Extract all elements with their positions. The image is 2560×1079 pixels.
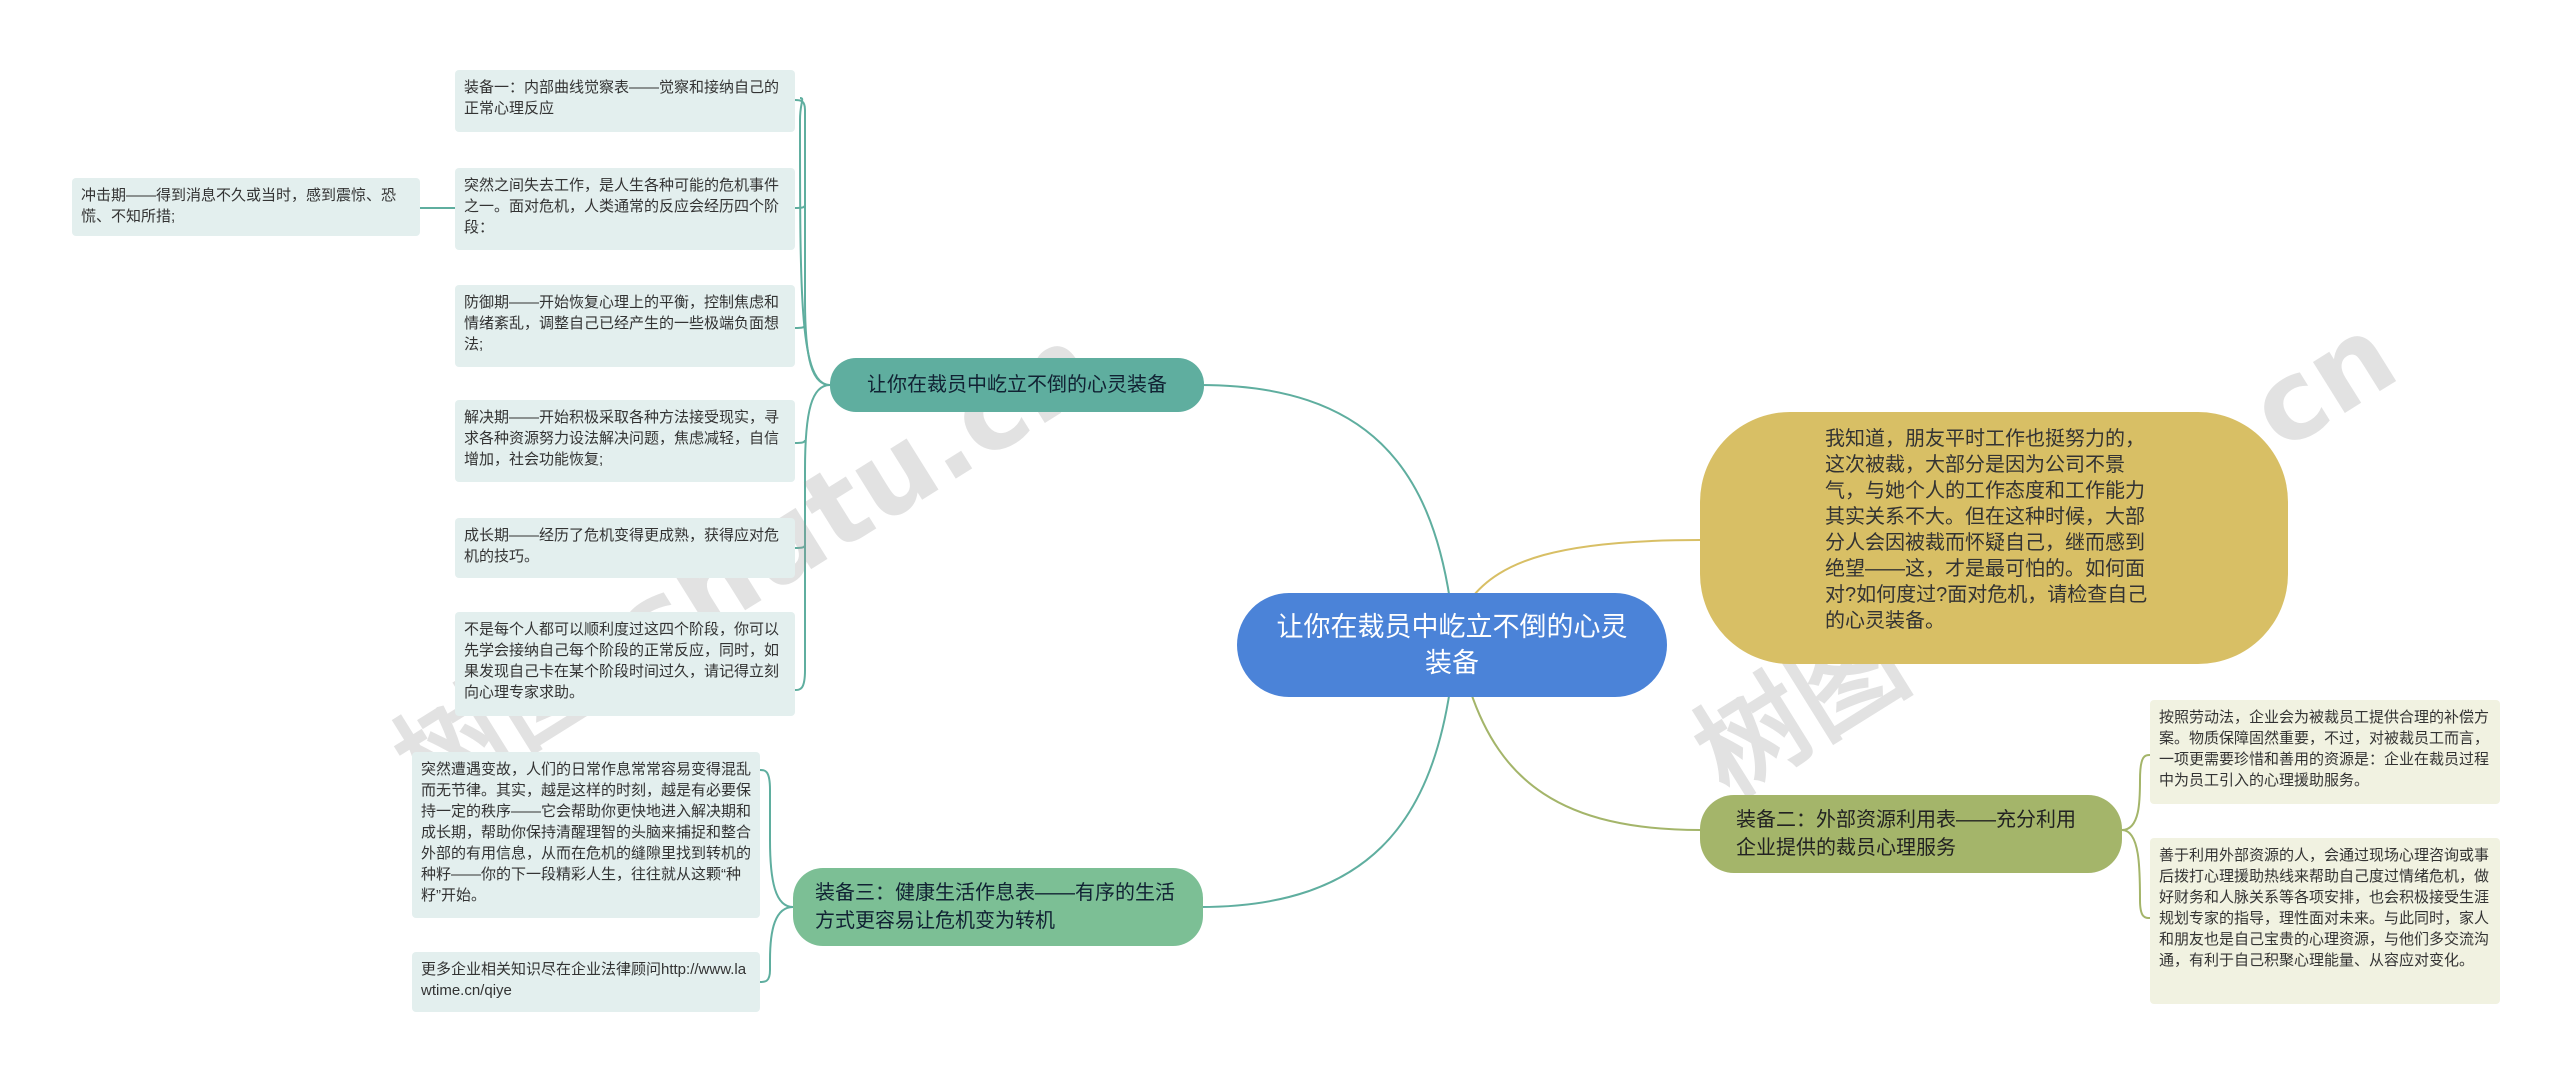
leaf-crisis-stages-intro[interactable]: 突然之间失去工作，是人生各种可能的危机事件之一。面对危机，人类通常的反应会经历四… xyxy=(455,168,795,250)
branch-equipment-two[interactable]: 装备二：外部资源利用表——充分利用企业提供的裁员心理服务 xyxy=(1700,795,2122,873)
leaf-seek-help[interactable]: 不是每个人都可以顺利度过这四个阶段，你可以先学会接纳自己每个阶段的正常反应，同时… xyxy=(455,612,795,716)
leaf-more-info-link[interactable]: 更多企业相关知识尽在企业法律顾问http://www.lawtime.cn/qi… xyxy=(412,952,760,1012)
leaf-external-resources[interactable]: 善于利用外部资源的人，会通过现场心理咨询或事后拨打心理援助热线来帮助自己度过情绪… xyxy=(2150,838,2500,1004)
link-root-rightbottom xyxy=(1469,689,1701,831)
leaf-compensation[interactable]: 按照劳动法，企业会为被裁员工提供合理的补偿方案。物质保障固然重要，不过，对被裁员… xyxy=(2150,700,2500,804)
link-root-righttop xyxy=(1469,539,1701,601)
root-topic[interactable]: 让你在裁员中屹立不倒的心灵装备 xyxy=(1237,593,1667,697)
branch-intro-note[interactable]: 我知道，朋友平时工作也挺努力的，这次被裁，大部分是因为公司不景气，与她个人的工作… xyxy=(1700,412,2288,664)
leaf-impact-stage[interactable]: 冲击期——得到消息不久或当时，感到震惊、恐慌、不知所措; xyxy=(72,178,420,236)
leaf-defense-stage[interactable]: 防御期——开始恢复心理上的平衡，控制焦虑和情绪紊乱，调整自己已经产生的一些极端负… xyxy=(455,285,795,367)
branch-mental-equipment[interactable]: 让你在裁员中屹立不倒的心灵装备 xyxy=(830,358,1204,412)
branch-equipment-three[interactable]: 装备三：健康生活作息表——有序的生活方式更容易让危机变为转机 xyxy=(793,868,1203,946)
leaf-resolution-stage[interactable]: 解决期——开始积极采取各种方法接受现实，寻求各种资源努力设法解决问题，焦虑减轻，… xyxy=(455,400,795,482)
link-root-topleft xyxy=(1199,384,1451,601)
leaf-equipment-one[interactable]: 装备一：内部曲线觉察表——觉察和接纳自己的正常心理反应 xyxy=(455,70,795,132)
link-root-bottomleft xyxy=(1199,689,1451,908)
leaf-keep-routine[interactable]: 突然遭遇变故，人们的日常作息常常容易变得混乱而无节律。其实，越是这样的时刻，越是… xyxy=(412,752,760,918)
leaf-growth-stage[interactable]: 成长期——经历了危机变得更成熟，获得应对危机的技巧。 xyxy=(455,518,795,578)
